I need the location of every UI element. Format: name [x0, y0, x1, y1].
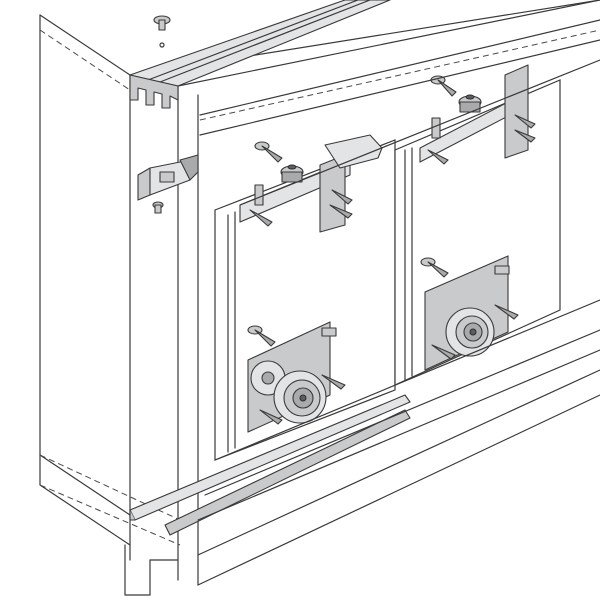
cabinet-bottom-front: [197, 369, 600, 556]
bracket-knob-body-r: [459, 101, 481, 113]
screw-thread-r4: [514, 129, 536, 143]
screw-thread-r3: [514, 114, 536, 129]
upper-rail-line-1: [199, 19, 600, 116]
bottom-rail: [129, 299, 600, 536]
hidden-edge-top: [39, 29, 131, 91]
roller-wheel-small-hub: [261, 371, 275, 385]
screw-shank: [158, 19, 166, 31]
clip-side: [137, 167, 151, 201]
roller-pin-r: [494, 265, 510, 275]
top-guide-clip: [137, 154, 199, 214]
roller-screw-a: [254, 329, 276, 347]
roller-screw-r3: [494, 304, 519, 320]
door-stop-tab: [324, 134, 383, 169]
top-track-groove-1: [147, 0, 359, 81]
screw-thread-b: [249, 209, 273, 227]
screw-hole: [159, 42, 165, 48]
cabinet-upper-rails: [199, 19, 600, 206]
top-track-groove-2: [159, 0, 371, 83]
bottom-rail-end: [129, 510, 135, 521]
roller-axle-r: [469, 328, 477, 336]
cabinet-top-inner-edge: [177, 0, 600, 87]
cabinet-foot: [124, 544, 151, 596]
roller-pin: [321, 327, 337, 337]
cabinet-bottom-front-lower: [197, 394, 600, 586]
bracket-pin: [254, 184, 264, 206]
bracket-pin-r: [431, 117, 441, 139]
hidden-edge-rear-top: [199, 29, 600, 121]
clip-end: [179, 154, 199, 181]
top-guide-bracket-right: [419, 64, 536, 165]
screw-thread-a: [261, 145, 283, 163]
bracket-upright-r: [504, 64, 529, 159]
hidden-edge-bottom-2: [39, 484, 181, 546]
clip-tab: [159, 171, 175, 183]
screw-thread-r2: [427, 149, 449, 165]
roller-screw-r2: [431, 344, 456, 360]
bottom-track-line-1: [214, 299, 600, 461]
cabinet-left-edge: [39, 14, 131, 546]
upper-rail-line-2: [199, 39, 600, 136]
roller-screw-c: [321, 374, 346, 390]
hidden-edge-bottom: [39, 454, 181, 521]
screw-thread-r1: [437, 79, 457, 97]
cabinet-carcass: [39, 0, 600, 596]
roller-axle: [299, 394, 307, 402]
bottom-roller-right: [420, 255, 519, 371]
bracket-knob-slot-r: [465, 94, 475, 100]
top-track-end-profile: [129, 74, 179, 109]
top-guide-bracket-left: [239, 134, 383, 233]
bottom-track-line-2: [204, 329, 600, 496]
top-track-screw: [153, 15, 171, 48]
top-track: [129, 0, 391, 109]
bottom-rail-rear: [164, 409, 411, 536]
bottom-roller-left: [247, 321, 346, 433]
screw-thread-d: [329, 204, 353, 219]
screw-thread-c: [331, 189, 353, 205]
bracket-knob-body: [281, 171, 303, 183]
clip-screw-shank: [154, 204, 162, 214]
roller-screw-r1: [427, 261, 449, 278]
bracket-knob-slot: [287, 164, 297, 170]
cabinet-bottom-edge: [39, 454, 131, 516]
roller-screw-b: [259, 409, 283, 425]
bottom-track-line-3: [197, 349, 600, 521]
door-top-rail: [239, 59, 600, 206]
